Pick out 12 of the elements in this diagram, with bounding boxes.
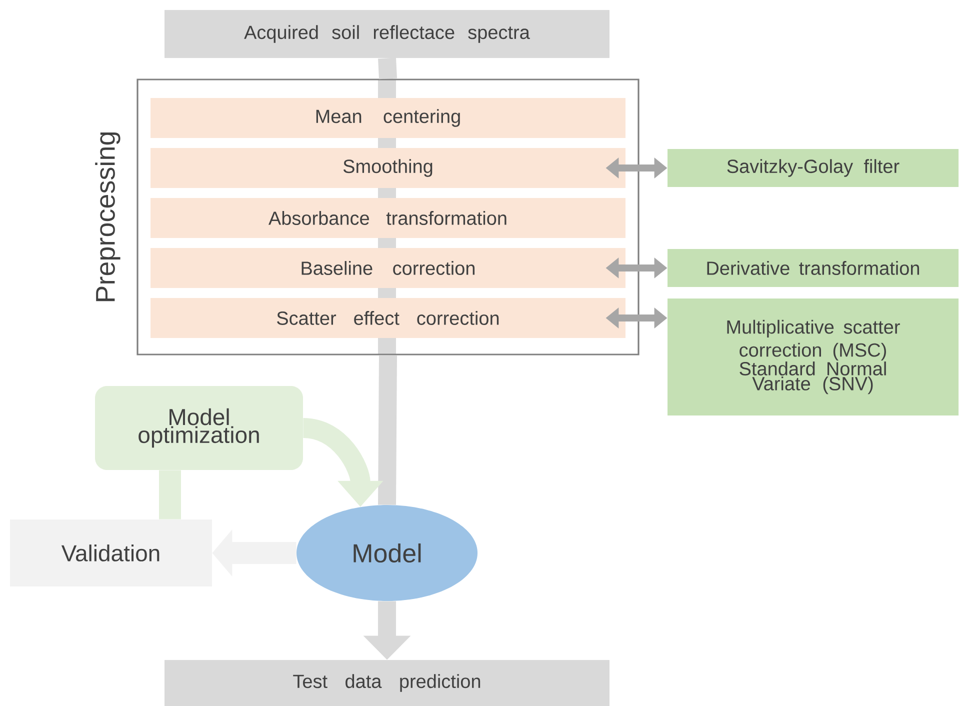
process-box: Baseline correction bbox=[150, 248, 626, 288]
process-box: Absorbance transformation bbox=[150, 198, 626, 238]
process-box: Test data prediction bbox=[164, 660, 610, 706]
process-box: Model optimization bbox=[95, 386, 303, 470]
process-box: Scatter effect correction bbox=[150, 298, 626, 338]
process-box: Mean centering bbox=[150, 98, 626, 138]
process-box: Smoothing bbox=[150, 148, 626, 188]
node-label: Preprocessing bbox=[95, 132, 120, 302]
process-box: Multiplicative scatter correction (MSC) Standard Normal Variate (SNV) bbox=[668, 298, 958, 416]
process-box: Acquired soil reflectace spectra bbox=[164, 10, 610, 58]
process-box: Savitzky-Golay filter bbox=[668, 149, 958, 187]
process-box: Derivative transformation bbox=[668, 249, 958, 287]
